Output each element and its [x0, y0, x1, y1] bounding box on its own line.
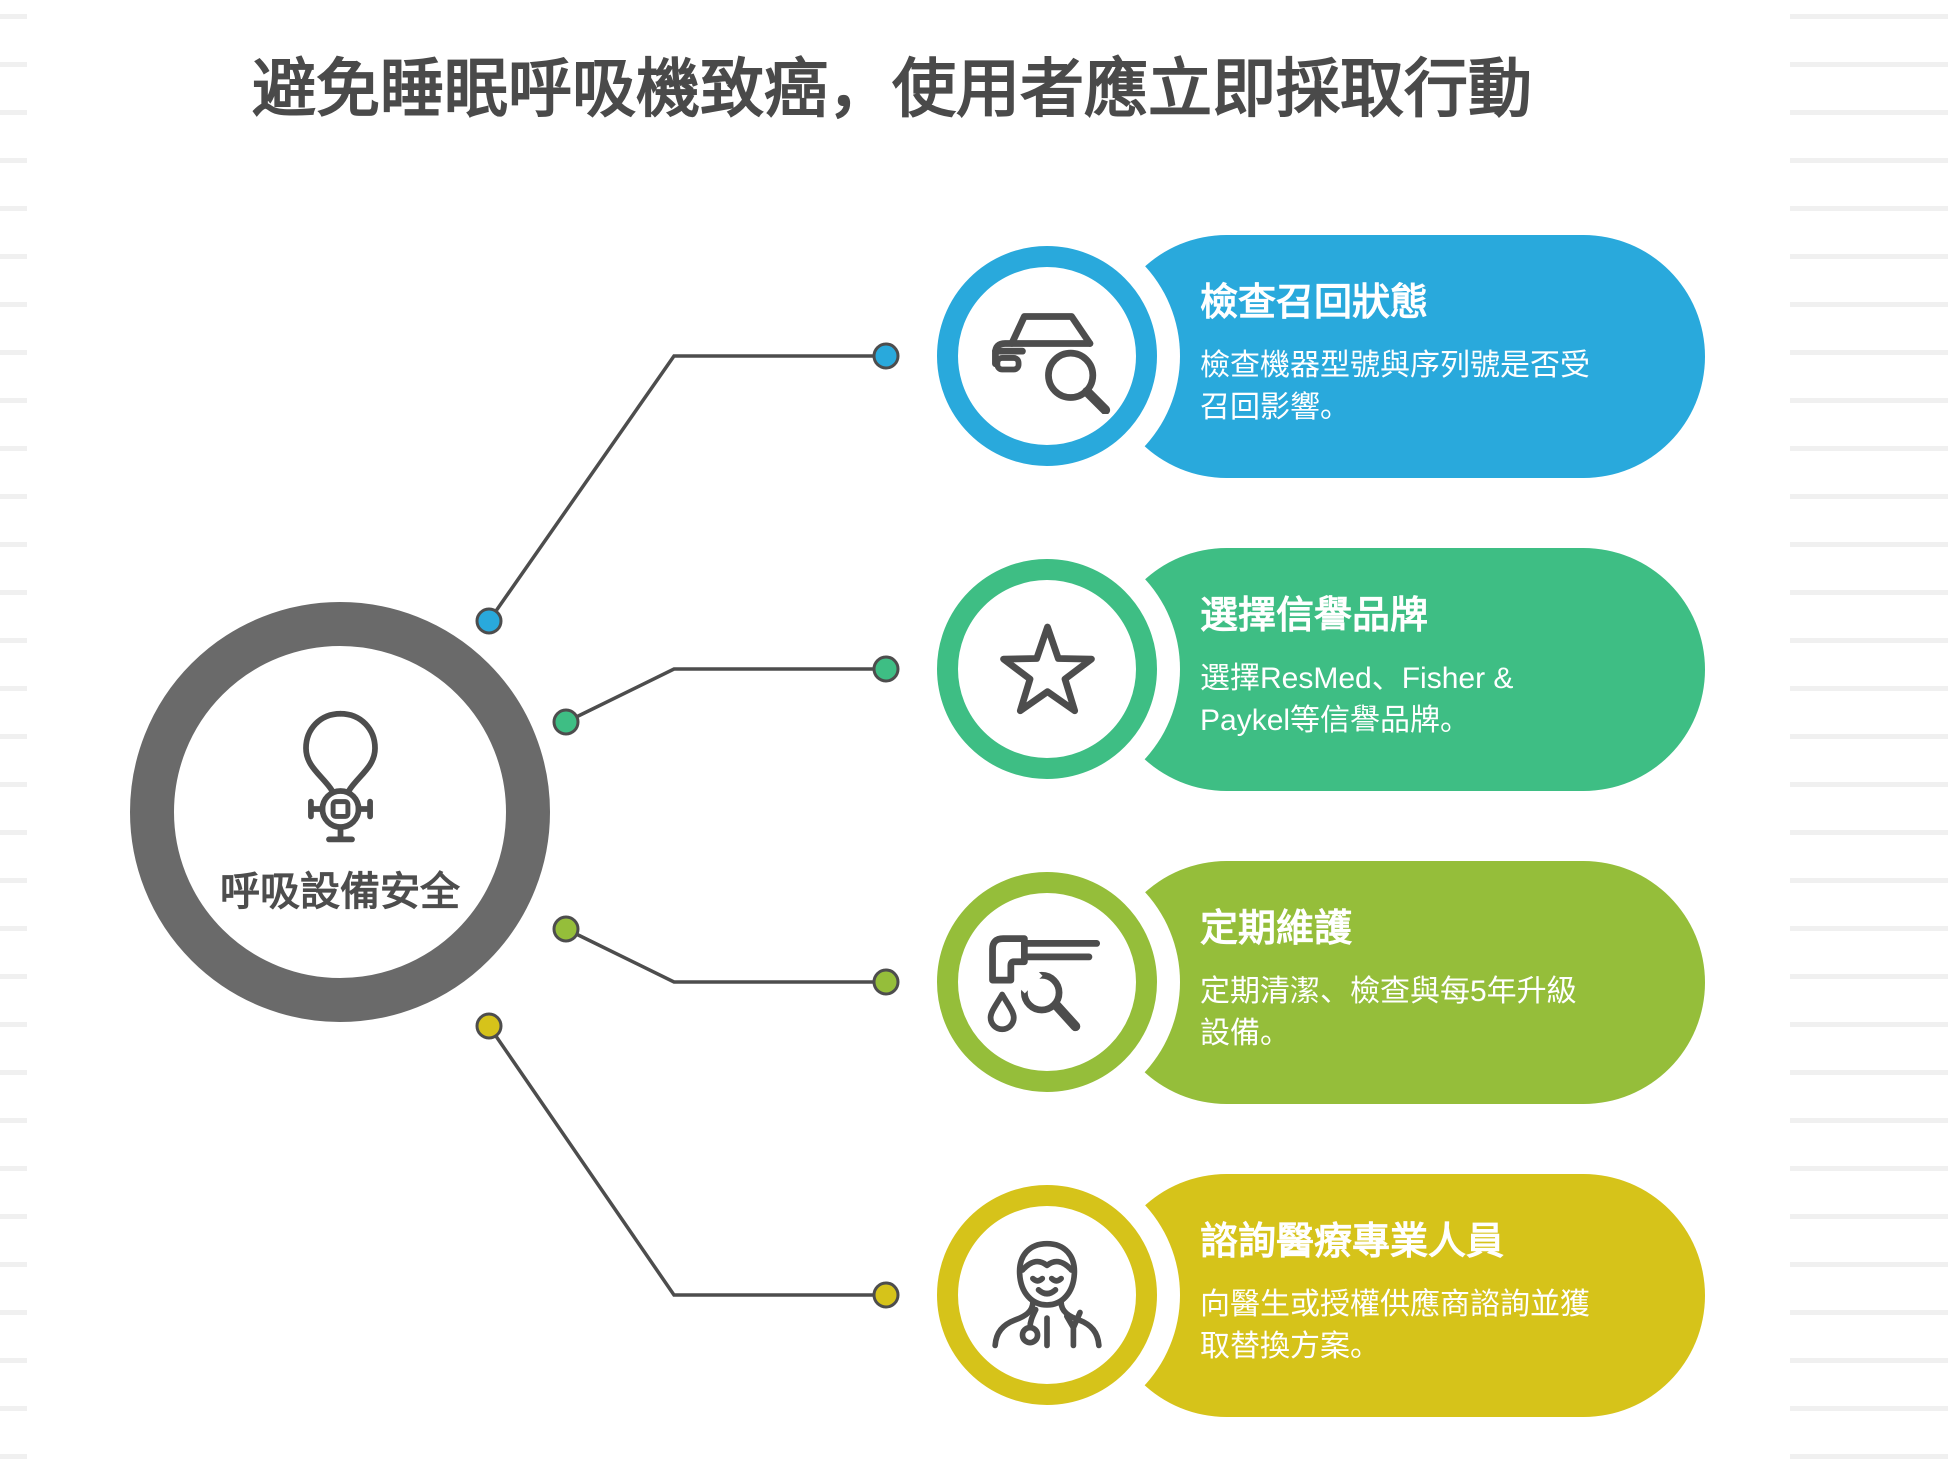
card-3-title: 定期維護 [1200, 908, 1353, 950]
ruled-paper-edge-left [0, 0, 27, 1468]
star-icon [999, 623, 1095, 714]
card-3-badge [914, 849, 1180, 1115]
maintenance-wrench-icon [987, 935, 1100, 1033]
card-4-badge [914, 1162, 1180, 1428]
card-1-title: 檢查召回狀態 [1200, 282, 1429, 324]
card-1-badge [914, 223, 1180, 489]
card-dot-1 [872, 342, 900, 370]
cpap-mask-icon [302, 710, 378, 843]
card-4-body: 向醫生或授權供應商諮詢並獲 取替換方案。 [1200, 1288, 1590, 1363]
hub-dot-4 [475, 1012, 503, 1040]
connector-line-2 [565, 667, 886, 724]
hub-label: 呼吸設備安全 [220, 870, 460, 914]
card-dot-4 [872, 1281, 900, 1309]
card-consult-medical-professional: 諮詢醫療專業人員 向醫生或授權供應商諮詢並獲 取替換方案。 [914, 1162, 1705, 1428]
card-2-body: 選擇ResMed、Fisher & Paykel等信譽品牌。 [1200, 662, 1514, 737]
connector-line-4 [487, 1025, 886, 1297]
card-2-title: 選擇信譽品牌 [1200, 595, 1429, 637]
connector-line-1 [487, 354, 886, 623]
hub-dot-1 [475, 607, 503, 635]
card-1-body: 檢查機器型號與序列號是否受 召回影響。 [1200, 349, 1590, 424]
card-check-recall-status: 檢查召回狀態 檢查機器型號與序列號是否受 召回影響。 [914, 223, 1705, 489]
connector-line-3 [565, 927, 886, 984]
card-regular-maintenance: 定期維護 定期清潔、檢查與每5年升級 設備。 [914, 849, 1705, 1115]
hub-circle: 呼吸設備安全 [130, 602, 550, 1022]
car-recall-search-icon [991, 313, 1110, 414]
doctor-icon [992, 1240, 1102, 1348]
hub-dot-3 [552, 915, 580, 943]
card-dot-3 [872, 968, 900, 996]
card-choose-reputable-brand: 選擇信譽品牌 選擇ResMed、Fisher & Paykel等信譽品牌。 [914, 536, 1705, 802]
card-3-body: 定期清潔、檢查與每5年升級 設備。 [1200, 975, 1577, 1050]
page-title: 避免睡眠呼吸機致癌，使用者應立即採取行動 [252, 53, 1532, 125]
ruled-paper-edge-right [1790, 0, 1948, 1468]
card-4-title: 諮詢醫療專業人員 [1200, 1221, 1505, 1263]
card-2-badge [914, 536, 1180, 802]
card-dot-2 [872, 655, 900, 683]
hub-dot-2 [552, 708, 580, 736]
